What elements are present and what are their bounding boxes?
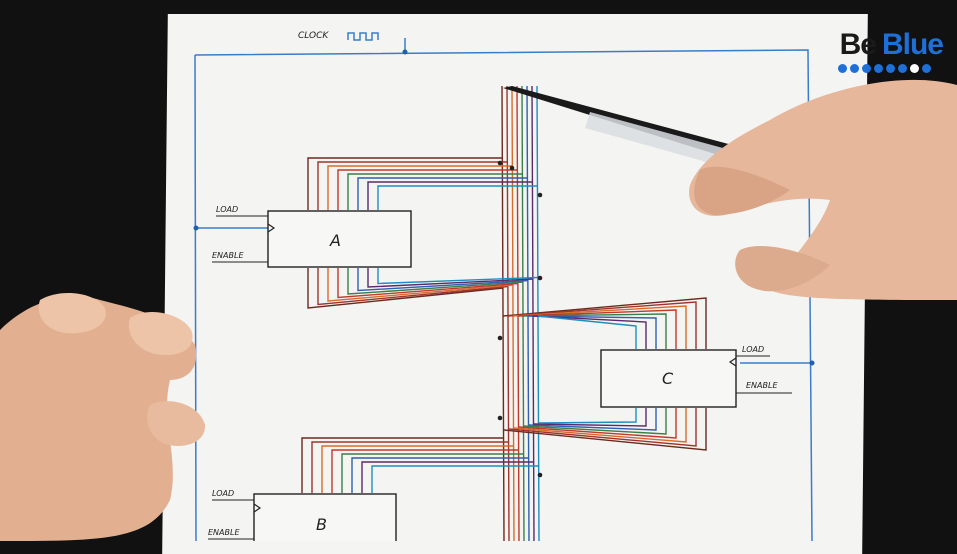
be-blue-logo: BeBlue	[815, 6, 943, 76]
bus-line	[507, 86, 509, 541]
register-b-input-wire	[352, 458, 529, 493]
register-a-enable-label: ENABLE	[212, 251, 244, 260]
bus-junction-dot	[498, 416, 503, 421]
logo-be: Be	[840, 28, 876, 61]
bus-junction-dot	[538, 473, 543, 478]
whiteboard-scene: CLOCK A LOAD ENABLE C LOAD ENABLE	[0, 0, 957, 541]
clock-junction-dot	[194, 226, 199, 231]
bus-line	[512, 86, 514, 541]
register-a-input-wire	[328, 166, 512, 210]
bus-line	[517, 86, 519, 541]
clock-label: CLOCK	[298, 31, 329, 41]
register-a-input-wire	[358, 178, 527, 210]
bus-junction-dot	[498, 336, 503, 341]
register-b-enable-label: ENABLE	[208, 528, 240, 537]
logo-text: BeBlue	[840, 28, 943, 62]
register-c: C LOAD ENABLE	[601, 345, 792, 407]
bus-junction-dot	[538, 193, 543, 198]
register-a-load-label: LOAD	[216, 205, 238, 214]
register-a-input-wire	[348, 174, 522, 210]
register-b-input-wire	[342, 454, 524, 493]
logo-blue: Blue	[882, 28, 943, 61]
register-b-input-wire	[322, 446, 514, 493]
circuit-drawing: CLOCK A LOAD ENABLE C LOAD ENABLE	[0, 0, 957, 541]
register-b-input-wire	[332, 450, 519, 493]
register-c-input-wire	[508, 302, 696, 349]
left-hand	[0, 293, 205, 541]
clock-junction-dot	[403, 50, 408, 55]
bus-junction-dot	[498, 161, 503, 166]
register-a-input-wire	[338, 170, 517, 210]
register-a: A LOAD ENABLE	[212, 205, 411, 267]
register-c-output-wire	[539, 408, 636, 423]
register-b-name: B	[316, 515, 327, 534]
bus-junction-dot	[510, 166, 515, 171]
register-c-load-label: LOAD	[742, 345, 764, 354]
logo-dots	[838, 64, 931, 73]
register-b: B LOAD ENABLE	[208, 489, 396, 541]
register-c-name: C	[662, 369, 674, 388]
bus-line	[502, 86, 504, 541]
register-b-load-label: LOAD	[212, 489, 234, 498]
right-hand	[689, 80, 957, 300]
clock-junction-dot	[810, 361, 815, 366]
bus-junction-dot	[538, 276, 543, 281]
register-c-enable-label: ENABLE	[746, 381, 778, 390]
register-a-name: A	[329, 231, 341, 250]
